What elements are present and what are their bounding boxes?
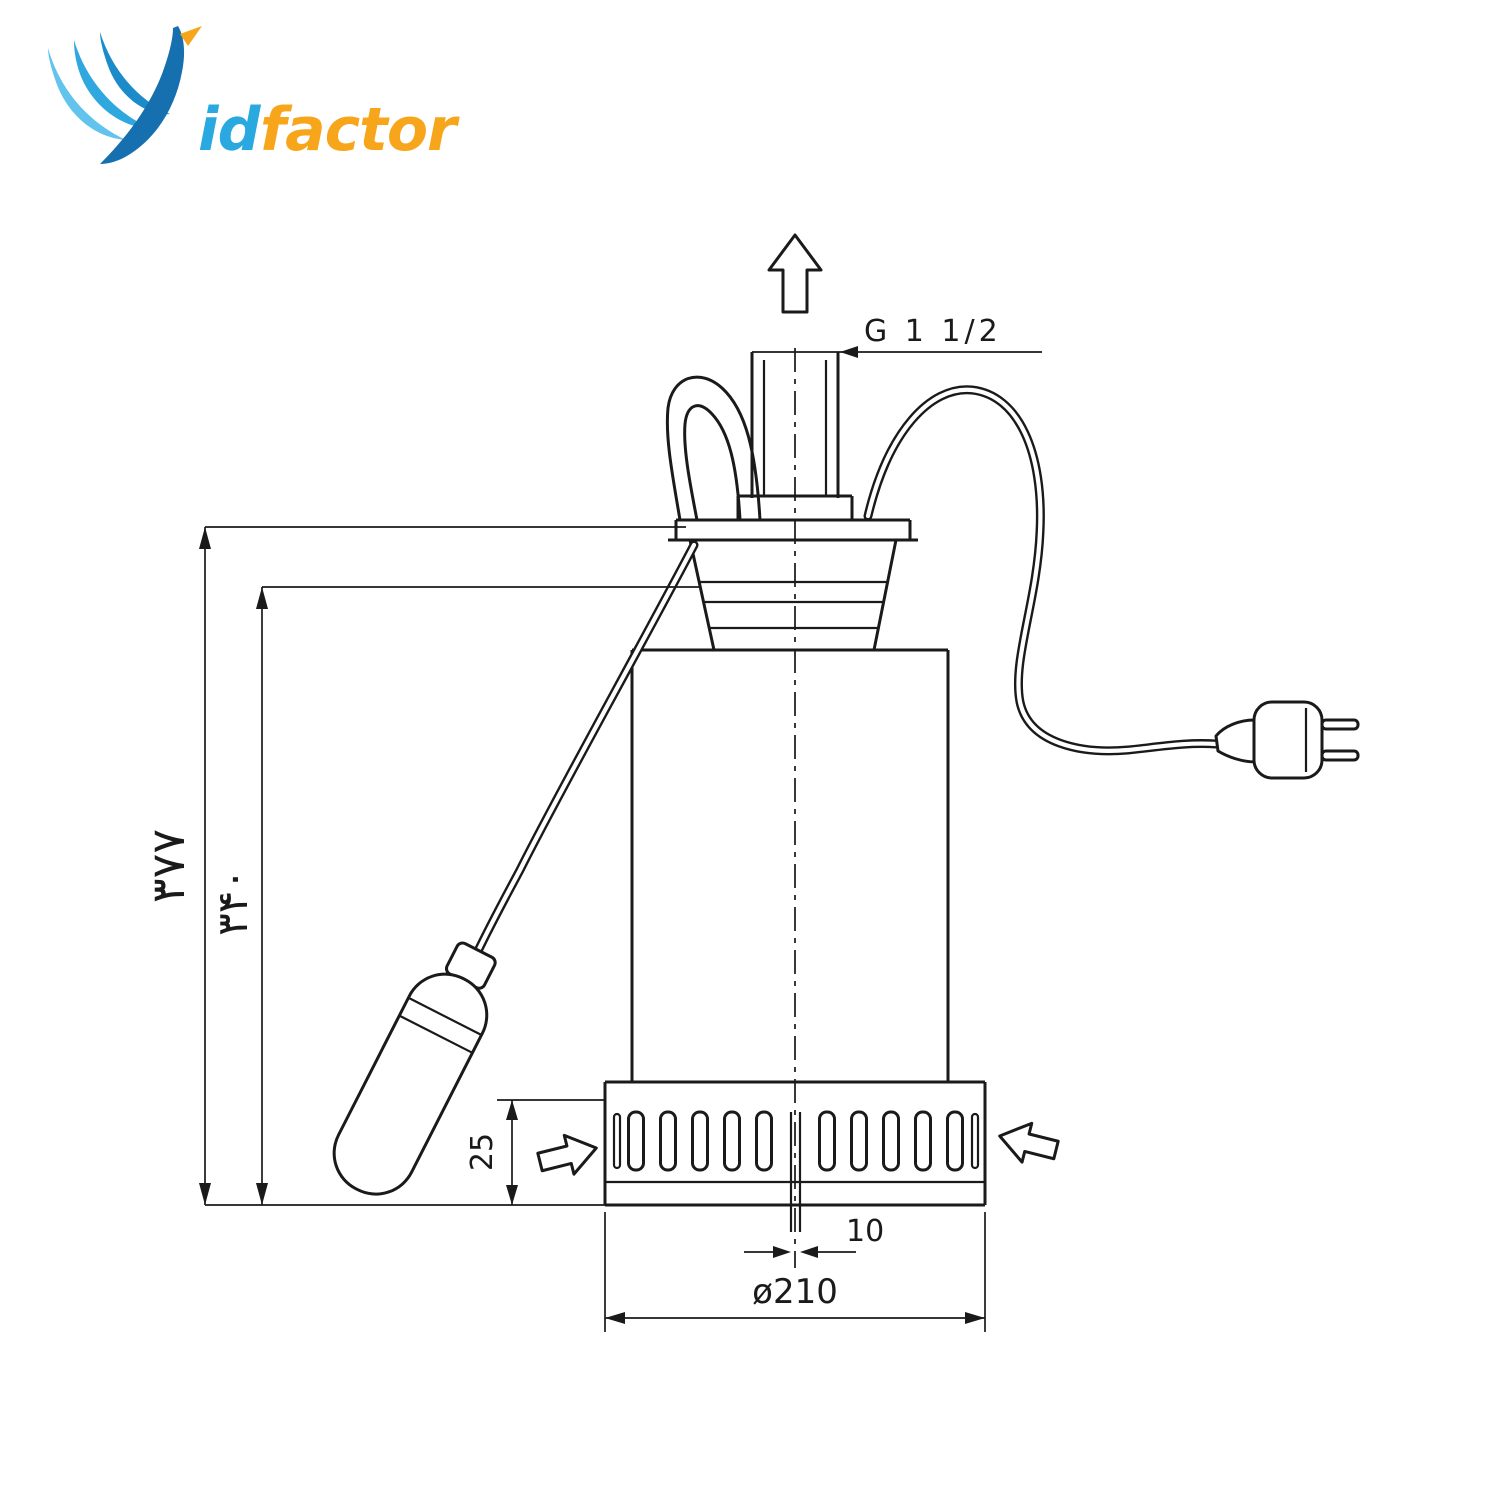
pump-body: [630, 648, 950, 1082]
strainer-slot: [914, 1110, 932, 1172]
strainer-slot: [723, 1110, 741, 1172]
strainer-slot: [818, 1110, 836, 1172]
dimension-total-height: ۳۷۷: [141, 526, 686, 1206]
float-switch-cable: [473, 540, 699, 956]
flow-up-arrow-icon: [767, 233, 823, 314]
strainer-slot: [850, 1110, 868, 1172]
strainer-slot-narrow: [970, 1112, 980, 1170]
drain-notch: [789, 1112, 802, 1232]
strainer-slot-narrow: [612, 1112, 622, 1170]
intake-arrow-right-icon: [998, 1121, 1060, 1164]
vidfactor-bird-icon: [48, 26, 202, 164]
slot-band-label: 25: [465, 1133, 500, 1171]
float-switch: [332, 941, 497, 1196]
dimension-body-height: ۳۴۰: [208, 586, 700, 1205]
dimension-thread: G 1 1/2: [752, 314, 1042, 358]
strainer-slot: [627, 1110, 645, 1172]
plug-prong: [1320, 749, 1360, 762]
body-height-label: ۳۴۰: [208, 868, 257, 936]
strainer-slot: [691, 1110, 709, 1172]
dimension-diameter: ø210: [604, 1212, 986, 1332]
carry-handle: [665, 375, 762, 521]
dimension-drain: 10: [744, 1214, 884, 1258]
brand-text-factor: factor: [260, 95, 460, 165]
strainer-slot: [946, 1110, 964, 1172]
power-cable: [863, 385, 1221, 756]
strainer-slot: [659, 1110, 677, 1172]
float-body: [332, 972, 489, 1196]
strainer-base: [603, 1080, 987, 1232]
strainer-slot: [882, 1110, 900, 1172]
dimension-slot-band: 25: [465, 1099, 605, 1205]
brand-text-id: id: [198, 95, 262, 165]
power-plug: [1214, 700, 1360, 780]
diameter-label: ø210: [752, 1272, 838, 1312]
drain-width-label: 10: [846, 1214, 884, 1249]
strainer-slots: [612, 1110, 980, 1172]
strainer-slot: [755, 1110, 773, 1172]
total-height-label: ۳۷۷: [141, 829, 195, 903]
pump-head: [668, 518, 918, 651]
thread-size-label: G 1 1/2: [864, 314, 1002, 349]
plug-prong: [1320, 718, 1360, 731]
intake-arrow-left-icon: [536, 1133, 598, 1176]
